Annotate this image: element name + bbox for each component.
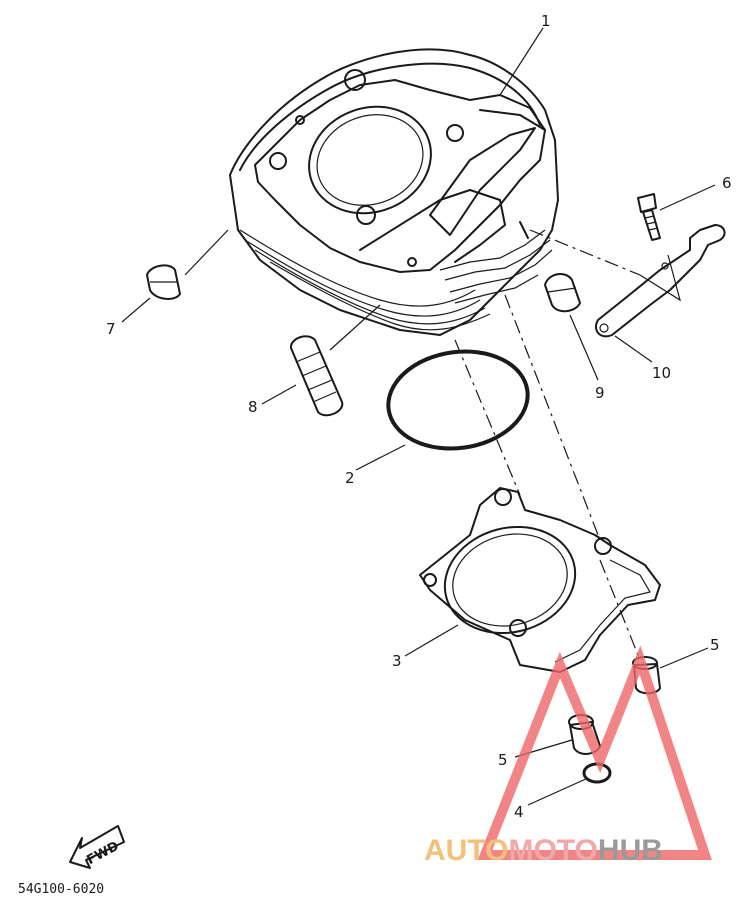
o-ring	[386, 349, 530, 451]
fwd-arrow-icon: FWD	[69, 825, 125, 869]
bracket	[594, 224, 726, 338]
stopper-right	[544, 273, 581, 313]
part-code: 54G100-6020	[18, 882, 104, 897]
callout-6: 6	[722, 174, 732, 192]
callout-1: 1	[541, 12, 551, 30]
callout-8: 8	[248, 398, 258, 416]
callout-5-right: 5	[710, 636, 720, 654]
watermark-text: AUTOMOTOHUB	[424, 834, 663, 867]
callout-2: 2	[345, 469, 355, 487]
alignment-lines	[454, 229, 641, 661]
watermark-logo	[477, 645, 712, 860]
bolt	[637, 193, 661, 241]
callout-4: 4	[514, 803, 524, 821]
cylinder-gasket	[419, 487, 661, 673]
pipe-spacer	[290, 335, 344, 417]
stopper-left	[146, 264, 181, 300]
callout-9: 9	[595, 384, 605, 402]
callout-7: 7	[106, 320, 116, 338]
callout-3: 3	[392, 652, 402, 670]
watermark-hub: HUB	[598, 834, 663, 867]
watermark-moto: MOTO	[508, 834, 597, 867]
callout-10: 10	[652, 364, 671, 382]
small-o-ring	[582, 762, 612, 784]
callout-labels: 1 2 3 4 5 5 6 7 8 9 10	[106, 12, 732, 821]
cylinder-body	[229, 48, 559, 336]
callout-5-lower: 5	[498, 751, 508, 769]
watermark-auto: AUTO	[424, 834, 508, 867]
leader-lines	[121, 27, 716, 806]
